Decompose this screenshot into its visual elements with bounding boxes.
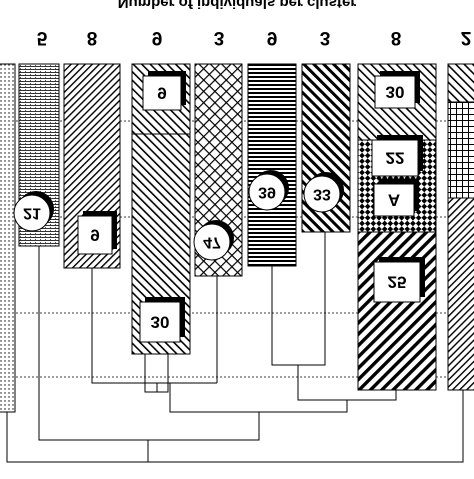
cluster-3-label-text-1: 9 bbox=[90, 226, 99, 245]
cluster-bar-9-bottom bbox=[447, 197, 474, 391]
cluster-count-3: 9 bbox=[151, 27, 163, 48]
cluster-8-label-1: 30 bbox=[374, 71, 420, 109]
cluster-bar-9-top bbox=[447, 63, 474, 103]
cluster-4-label-text-2: 30 bbox=[151, 313, 170, 332]
cluster-count-5: 9 bbox=[266, 27, 278, 48]
cluster-8-label-text-3: A bbox=[388, 191, 400, 210]
cluster-count-6: 3 bbox=[319, 27, 331, 48]
cluster-bar-6 bbox=[247, 63, 297, 267]
cluster-6-label-1: 39 bbox=[248, 170, 289, 211]
cluster-2-label-text-1: 21 bbox=[23, 205, 41, 222]
cluster-3-label-1: 9 bbox=[77, 211, 117, 255]
cluster-count-8: 2 bbox=[460, 27, 472, 48]
figure-header: Number of individuals per cluster bbox=[117, 0, 357, 11]
cluster-8-label-text-1: 30 bbox=[386, 83, 405, 102]
cluster-7-label-text-1: 33 bbox=[313, 186, 331, 203]
cluster-8-label-2: 22 bbox=[371, 135, 423, 177]
cluster-bar-1 bbox=[0, 63, 16, 413]
cluster-4-label-text-1: 9 bbox=[157, 84, 166, 103]
cluster-5-label-text-1: 47 bbox=[203, 234, 221, 251]
cluster-count-4: 3 bbox=[213, 27, 225, 48]
cluster-8-label-4: 25 bbox=[373, 257, 425, 303]
cluster-8-label-text-2: 22 bbox=[386, 149, 405, 168]
cluster-count-1: 5 bbox=[36, 27, 48, 48]
cluster-bar-8-bottom bbox=[357, 231, 437, 391]
cluster-6-label-text-1: 39 bbox=[258, 184, 276, 201]
cluster-5-label-1: 47 bbox=[193, 220, 234, 261]
cluster-bars bbox=[0, 63, 474, 413]
cluster-7-label-1: 33 bbox=[303, 172, 344, 213]
cluster-labels: 21 9 9 30 47 39 33 30 22A 25 bbox=[13, 71, 425, 343]
cluster-count-2: 8 bbox=[86, 27, 98, 48]
cluster-2-label-1: 21 bbox=[13, 191, 54, 232]
cluster-count-7: 8 bbox=[390, 27, 402, 48]
cluster-bar-9-grid bbox=[447, 101, 474, 199]
cluster-8-label-3: A bbox=[373, 179, 419, 217]
dendrogram-links bbox=[6, 232, 464, 463]
cluster-8-label-text-4: 25 bbox=[388, 273, 407, 292]
cluster-4-label-2: 30 bbox=[139, 297, 185, 343]
cluster-4-label-1: 9 bbox=[142, 71, 186, 111]
